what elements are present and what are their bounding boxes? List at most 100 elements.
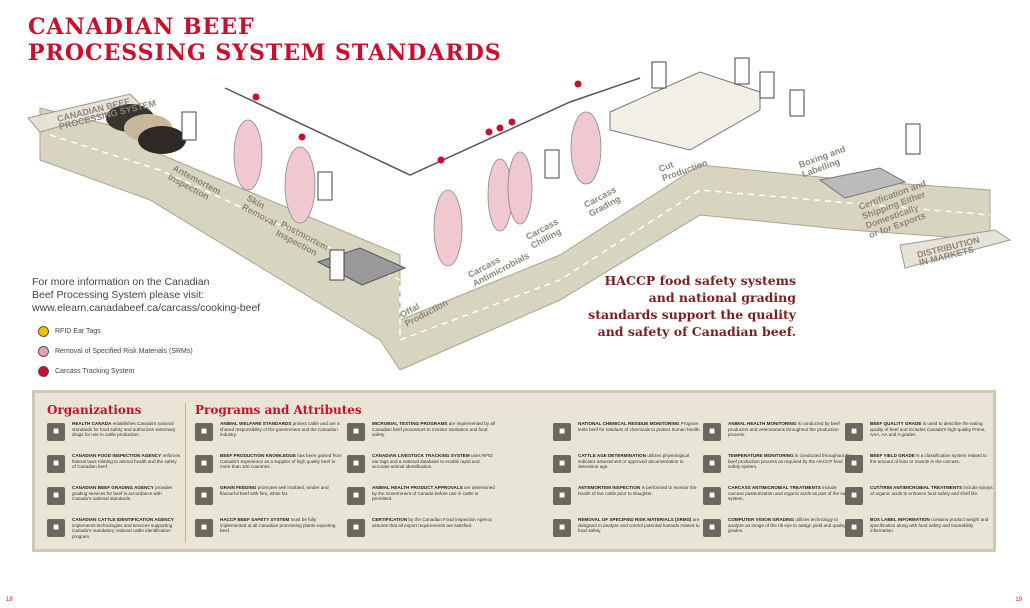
list-item: ■ CARCASS ANTIMICROBIAL TREATMENTS includ… <box>703 485 853 512</box>
list-item-text: BEEF QUALITY GRADE is used to describe t… <box>870 421 993 448</box>
list-item-text: BEEF YIELD GRADE is a classification sys… <box>870 453 993 480</box>
step-label-chilling: CarcassChilling <box>524 216 564 250</box>
list-item-title: BEEF PRODUCTION KNOWLEDGE <box>220 453 297 458</box>
list-item-text: ANTEMORTEM INSPECTION is performed to mo… <box>578 485 703 512</box>
list-item: ■REMOVAL OF SPECIFIED RISK MATERIALS (SR… <box>553 517 703 544</box>
list-item-body: are implemented by all Canadian beef pro… <box>372 421 495 438</box>
program-icon: ■ <box>845 487 863 505</box>
program-icon: ■ <box>347 455 365 473</box>
panel-divider <box>185 403 186 543</box>
list-item-title: ANIMAL HEALTH MONITORING <box>728 421 797 426</box>
list-item-body: uses RFID ear tags and a national databa… <box>372 453 493 470</box>
list-item-body: must be fully implemented at all Canadia… <box>220 517 336 534</box>
list-item-title: GRAIN FEEDING <box>220 485 257 490</box>
list-item: ■ ANTEMORTEM INSPECTION is performed to m… <box>553 485 703 512</box>
organizations-heading: Organizations <box>47 403 142 417</box>
list-item-text: NATIONAL CHEMICAL RESIDUE MONITORING Pro… <box>578 421 703 448</box>
list-item: ■ HEALTH CANADA establishes Canada's nati… <box>47 421 181 448</box>
list-item: ■MICROBIAL TESTING PROGRAMS are implemen… <box>347 421 495 448</box>
carcasses <box>233 111 602 267</box>
step-label-grading: CarcassGrading <box>582 184 622 218</box>
programs-column-1: ■ ANIMAL WELFARE STANDARDS protect cattle… <box>195 421 343 549</box>
list-item: ■ CANADIAN CATTLE IDENTIFICATION AGENCY i… <box>47 517 181 544</box>
program-icon: ■ <box>703 519 721 537</box>
list-item-body: utilizes technology to analyze an image … <box>728 517 846 534</box>
program-icon: ■ <box>347 519 365 537</box>
list-item-title: CERTIFICATION <box>372 517 408 522</box>
program-icon: ■ <box>195 519 213 537</box>
info-url[interactable]: www.elearn.canadabeef.ca/carcass/cooking… <box>32 302 261 314</box>
program-icon: ■ <box>553 487 571 505</box>
list-item-body: are determined by the Government of Cana… <box>372 485 495 502</box>
info-text: For more information on the Canadian Bee… <box>32 276 261 314</box>
list-item: ■BOX LABEL INFORMATION contains product … <box>845 517 993 544</box>
tracking-dot-icon <box>38 365 49 377</box>
list-item-title: NATIONAL CHEMICAL RESIDUE MONITORING <box>578 421 680 426</box>
list-item: ■ANIMAL HEALTH PRODUCT APPROVALS are det… <box>347 485 495 512</box>
list-item: ■ HACCP BEEF SAFETY SYSTEM must be fully … <box>195 517 343 544</box>
program-icon: ■ <box>703 455 721 473</box>
list-item-text: CANADIAN BEEF GRADING AGENCY provides gr… <box>72 485 181 512</box>
programs-column-3: ■ NATIONAL CHEMICAL RESIDUE MONITORING Pr… <box>553 421 703 549</box>
list-item-text: BEEF PRODUCTION KNOWLEDGE has been gaine… <box>220 453 343 480</box>
legend-item-srm: Removal of Specified Risk Materials (SRM… <box>38 344 193 358</box>
list-item-text: CANADIAN FOOD INSPECTION AGENCY enforces… <box>72 453 181 480</box>
list-item-title: HEALTH CANADA <box>72 421 112 426</box>
list-item-text: CARCASS ANTIMICROBIAL TREATMENTS include… <box>728 485 853 512</box>
list-item-text: CATTLE AGE DETERMINATION utilizes physio… <box>578 453 703 480</box>
list-item-body: protect cattle and are a shared responsi… <box>220 421 340 438</box>
list-item-title: BEEF YIELD GRADE <box>870 453 915 458</box>
list-item-title: CANADIAN CATTLE IDENTIFICATION AGENCY <box>72 517 174 522</box>
list-item: ■ANIMAL WELFARE STANDARDS protect cattle… <box>195 421 343 448</box>
start-arrow <box>27 93 141 133</box>
list-item: ■BEEF YIELD GRADE is a classification sy… <box>845 453 993 480</box>
list-item-body: Program tests beef for residues of chemi… <box>578 421 701 432</box>
list-item: ■ BEEF PRODUCTION KNOWLEDGE has been gain… <box>195 453 343 480</box>
info-panel: Organizations Programs and Attributes ■H… <box>32 390 996 552</box>
workers <box>181 57 921 281</box>
legend-item-tracking: Carcass Tracking System <box>38 364 193 378</box>
program-icon: ■ <box>703 487 721 505</box>
list-item: ■GRAIN FEEDING promotes well marbled, te… <box>195 485 343 512</box>
list-item: ■ CANADIAN LIVESTOCK TRACKING SYSTEM uses… <box>347 453 495 480</box>
list-item: ■ CERTIFICATION by the Canadian Food Insp… <box>347 517 495 544</box>
step-label-boxing: Boxing andLabelling <box>797 144 850 180</box>
programs-column-4: ■ ANIMAL HEALTH MONITORING is conducted b… <box>703 421 853 549</box>
program-icon: ■ <box>47 519 65 537</box>
list-item-body: are designed to analyze and control pote… <box>578 517 700 534</box>
program-icon: ■ <box>845 423 863 441</box>
list-item-title: CARCASS ANTIMICROBIAL TREATMENTS <box>728 485 821 490</box>
program-icon: ■ <box>47 487 65 505</box>
list-item-text: TEMPERATURE MONITORING is conducted thro… <box>728 453 853 480</box>
list-item: ■ CANADIAN BEEF GRADING AGENCY provides g… <box>47 485 181 512</box>
headline: HACCP food safety systems and national g… <box>588 273 796 339</box>
list-item-text: COMPUTER VISION GRADING utilizes technol… <box>728 517 853 544</box>
program-icon: ■ <box>47 423 65 441</box>
list-item-body: contains product weight and specificatio… <box>870 517 989 534</box>
overhead-rail <box>224 77 641 176</box>
list-item-text: CANADIAN LIVESTOCK TRACKING SYSTEM uses … <box>372 453 495 480</box>
list-item: ■ COMPUTER VISION GRADING utilizes techno… <box>703 517 853 544</box>
legend-item-rfid: RFID Ear Tags <box>38 324 193 338</box>
process-flow-diagram: CANADIAN BEEFPROCESSING SYSTEM Antemorte… <box>27 57 1012 371</box>
list-item-text: GRAIN FEEDING promotes well marbled, ten… <box>220 485 343 512</box>
list-item-text: HEALTH CANADA establishes Canada's natio… <box>72 421 181 448</box>
list-item-text: REMOVAL OF SPECIFIED RISK MATERIALS (SRM… <box>578 517 703 544</box>
list-item-body: is used to describe the eating quality o… <box>870 421 986 438</box>
list-item-title: BEEF QUALITY GRADE <box>870 421 922 426</box>
list-item-title: ANIMAL HEALTH PRODUCT APPROVALS <box>372 485 463 490</box>
list-item-text: CANADIAN CATTLE IDENTIFICATION AGENCY im… <box>72 517 181 544</box>
cattle-group <box>106 104 186 154</box>
list-item-title: ANIMAL WELFARE STANDARDS <box>220 421 292 426</box>
list-item: ■ BEEF QUALITY GRADE is used to describe … <box>845 421 993 448</box>
list-item-text: HACCP BEEF SAFETY SYSTEM must be fully i… <box>220 517 343 544</box>
list-item-title: COMPUTER VISION GRADING <box>728 517 795 522</box>
list-item-text: ANIMAL HEALTH MONITORING is conducted by… <box>728 421 853 448</box>
list-item-body: by the Canadian Food Inspection Agency a… <box>372 517 493 528</box>
list-item-title: HACCP BEEF SAFETY SYSTEM <box>220 517 290 522</box>
program-icon: ■ <box>347 423 365 441</box>
list-item-text: ANIMAL WELFARE STANDARDS protect cattle … <box>220 421 343 448</box>
page-number-right: 19 <box>1015 597 1022 603</box>
program-icon: ■ <box>195 455 213 473</box>
list-item-body: provides grading services for beef in ac… <box>72 485 173 502</box>
